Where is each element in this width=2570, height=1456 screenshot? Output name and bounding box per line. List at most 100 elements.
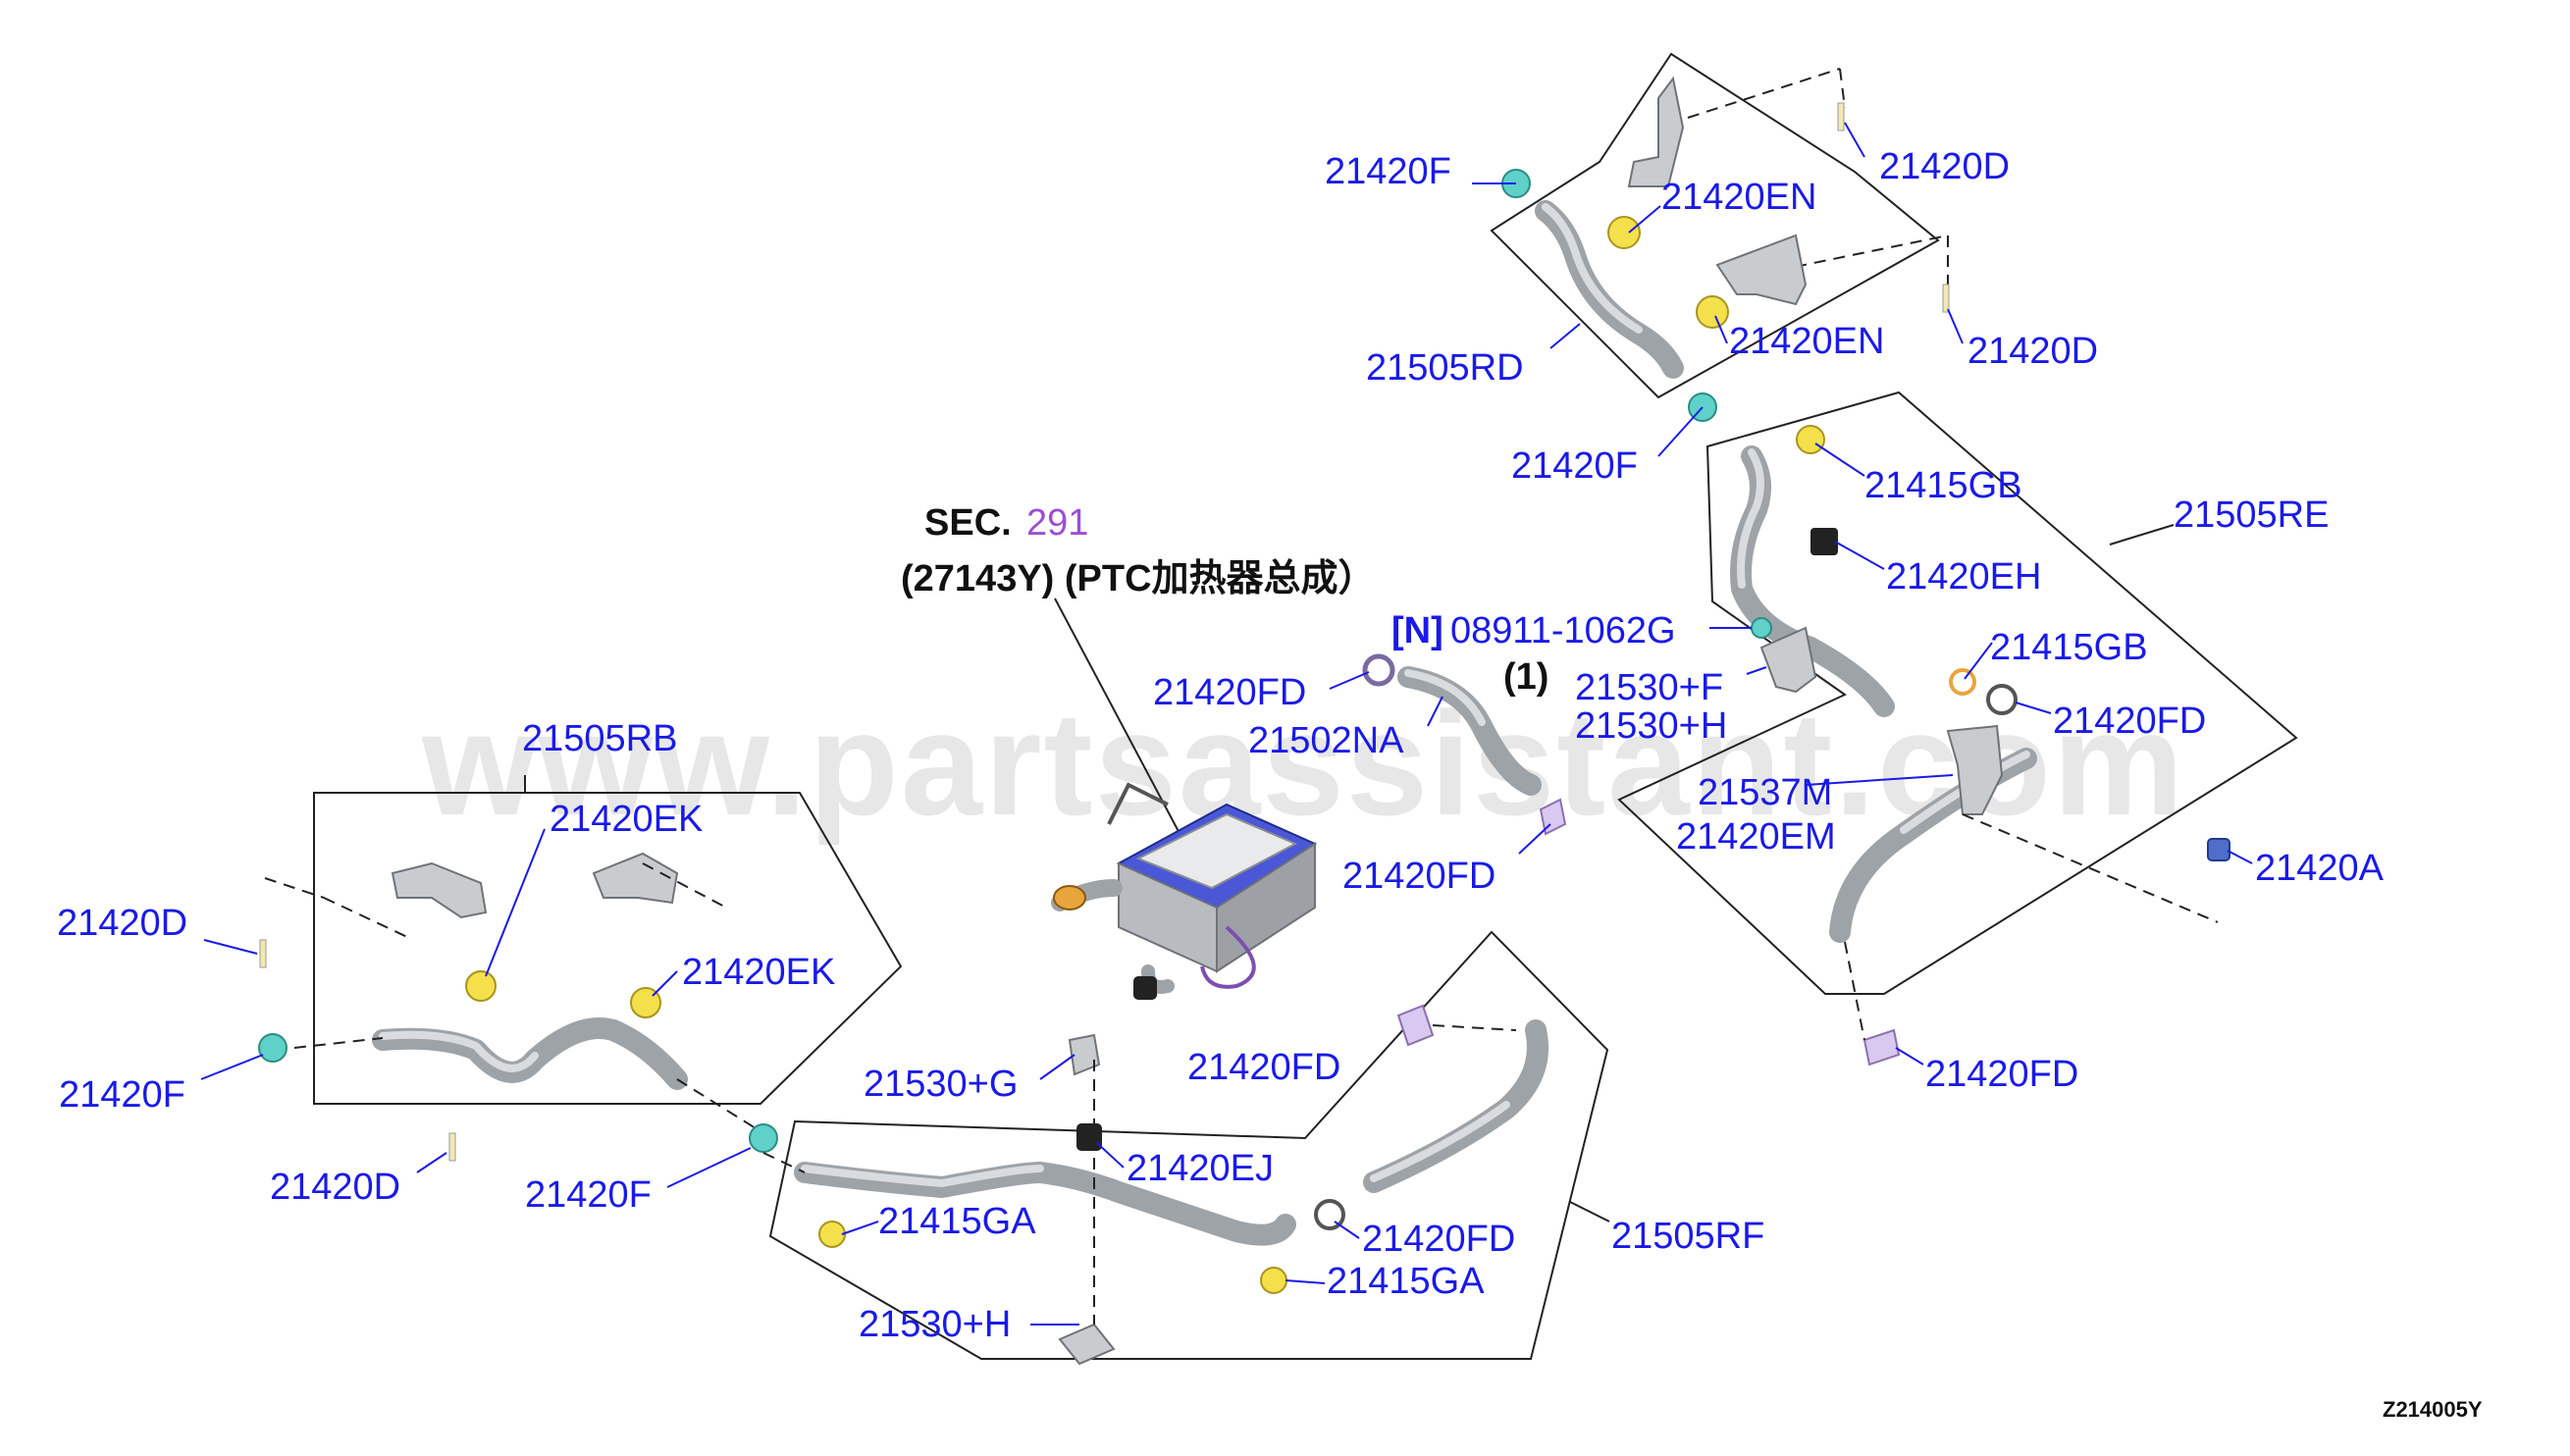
clamp-21420FD-b (1539, 798, 1567, 836)
label-21420D: 21420D (57, 903, 187, 944)
leader-line (1569, 1201, 1610, 1222)
label-21505RF: 21505RF (1611, 1216, 1764, 1257)
clip-21420EJ (1076, 1123, 1102, 1151)
label-21420FD: 21420FD (1925, 1054, 2078, 1095)
label-21530H: 21530+H (859, 1304, 1011, 1345)
label-21420EK: 21420EK (550, 799, 703, 840)
section-number: 291 (1026, 502, 1088, 544)
leader-line (200, 1054, 264, 1080)
label-21505RE: 21505RE (2174, 494, 2329, 536)
clamp-21420FD-a (1362, 653, 1395, 687)
group-21505RB: 21505RB 21420EK 21420D 21420EK 21420F 21… (57, 718, 903, 1208)
hose-highlight (1737, 448, 1764, 589)
label-21420EJ: 21420EJ (1127, 1148, 1274, 1189)
clip-08911 (1751, 617, 1772, 639)
leader-line (1844, 122, 1865, 158)
label-21420FD: 21420FD (1362, 1219, 1515, 1260)
group-ptc-heater: SEC. 291 (27143Y) (PTC加热器总成） 21420FD 215… (901, 502, 1727, 1000)
hose-highlight (801, 1165, 1044, 1187)
bracket-21537M (1946, 724, 2004, 815)
label-21420FD: 21420FD (1187, 1047, 1340, 1088)
clip-21420EK-a (465, 970, 497, 1002)
hose-highlight (379, 1030, 539, 1072)
label-21420FD: 21420FD (1153, 672, 1306, 713)
group-21505RF: 21530+G 21420FD 21420EJ 21420F 21415GA 2… (525, 930, 1764, 1366)
leader-line (1746, 666, 1767, 675)
section-part-name: (27143Y) (PTC加热器总成） (901, 558, 1376, 599)
leader-line (1805, 774, 1954, 786)
clamp-21420FD-d (1314, 1199, 1345, 1230)
dash-line (1844, 941, 1865, 1041)
label-21420FD: 21420FD (1342, 856, 1495, 897)
label-21415GA: 21415GA (1327, 1261, 1485, 1302)
bracket-left-b (592, 852, 679, 905)
leader-line (1518, 823, 1551, 855)
bracket-top (1627, 76, 1685, 187)
label-21505RD: 21505RD (1366, 347, 1524, 389)
label-21420FD: 21420FD (2053, 701, 2206, 742)
leader-line (1329, 671, 1370, 690)
bracket-21530H (1058, 1323, 1116, 1366)
leader-line (1964, 642, 1993, 680)
label-21420F: 21420F (1325, 151, 1451, 192)
leader-line (1657, 406, 1704, 457)
hose-highlight (1370, 1101, 1510, 1182)
leader-line (416, 1152, 447, 1173)
dash-line (1432, 1024, 1517, 1031)
label-08911-1062G: 08911-1062G (1450, 610, 1676, 651)
dash-line (1756, 234, 1949, 276)
bolt-21420D-c (259, 939, 267, 968)
dash-line (676, 1078, 757, 1129)
label-21530H: 21530+H (1575, 705, 1727, 747)
dash-line (642, 862, 727, 909)
label-21420F: 21420F (525, 1174, 652, 1216)
group-21505RE: 21415GB 21505RE 21420EH 21415GB 21420FD … (1617, 390, 2385, 1095)
leader-line (1054, 598, 1183, 840)
leader-line (1628, 205, 1661, 234)
label-21420EN: 21420EN (1661, 177, 1816, 218)
label-21415GB: 21415GB (1864, 465, 2022, 506)
boundary-21505RB (313, 792, 903, 1105)
label-21530F: 21530+F (1575, 667, 1723, 708)
label-21505RB: 21505RB (522, 718, 677, 759)
dash-line (293, 1037, 384, 1049)
clamp-21420FD-e (1396, 1004, 1435, 1047)
leader-line (1285, 1279, 1326, 1284)
dash-line (1687, 68, 1841, 119)
clip-21415GA-b (1260, 1267, 1287, 1294)
label-21502NA: 21502NA (1248, 720, 1404, 761)
label-21420EN: 21420EN (1729, 321, 1884, 362)
label-quantity: (1) (1503, 656, 1548, 698)
clamp-21420F-bottom (749, 1123, 778, 1153)
boundary-21505RD (1490, 52, 1940, 399)
hose-highlight (1404, 669, 1486, 726)
bolt-21420D-a (1837, 102, 1845, 131)
leader-line (1947, 308, 1964, 344)
label-21530G: 21530+G (864, 1064, 1018, 1105)
diagram-code: Z214005Y (2383, 1397, 2483, 1422)
dash-line (264, 877, 325, 899)
label-21420D: 21420D (270, 1167, 400, 1208)
section-prefix: SEC. (924, 502, 1012, 544)
heater-port (1053, 885, 1086, 910)
leader-line (2015, 702, 2052, 714)
bracket-21530G (1068, 1033, 1101, 1076)
hose-highlight (1542, 203, 1643, 334)
leader-line (485, 828, 546, 977)
heater-mount (1133, 976, 1157, 1000)
leader-line (203, 939, 258, 955)
bracket-left-a (391, 861, 488, 919)
bolt-21420D-d (448, 1132, 456, 1162)
dash-line (1839, 68, 1846, 109)
leader-line (666, 1147, 752, 1188)
bolt-21420D-b (1942, 284, 1950, 313)
leader-line (1834, 541, 1885, 570)
label-21420EH: 21420EH (1886, 556, 2041, 598)
bracket-mid (1715, 234, 1808, 306)
hose-21505RF-b (1363, 1019, 1548, 1193)
dash-line (323, 897, 408, 938)
heater-wire (1200, 925, 1256, 989)
leader-line (2109, 524, 2175, 546)
label-21420F: 21420F (1511, 445, 1638, 487)
